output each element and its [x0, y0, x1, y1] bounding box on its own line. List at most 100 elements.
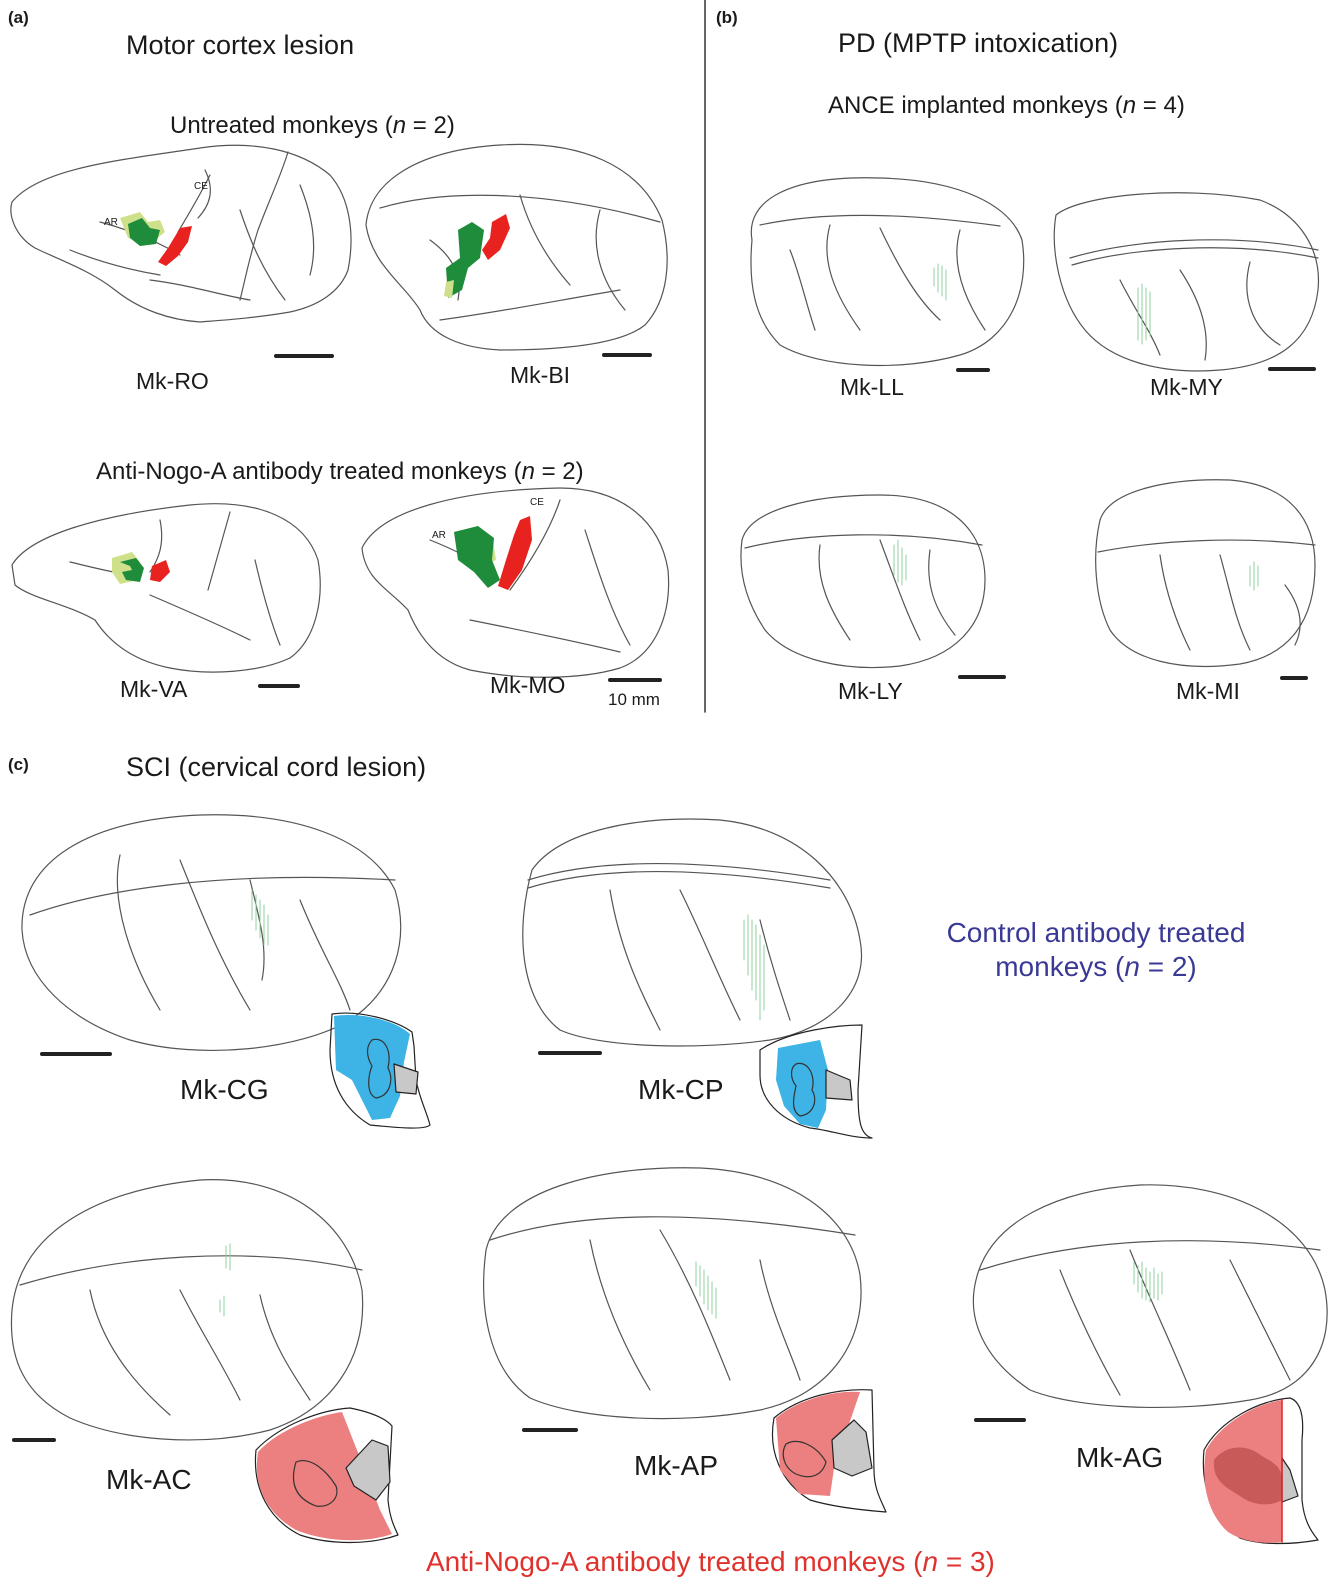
brain-label-mk-ly: Mk-LY — [838, 678, 903, 704]
brain-label-mk-mi: Mk-MI — [1176, 678, 1240, 704]
sulcus — [826, 224, 861, 331]
sulcus — [207, 511, 231, 591]
cord-lesion-red — [256, 1412, 392, 1541]
cord-white-matter — [782, 1440, 827, 1478]
brain-mk-ap — [483, 1167, 862, 1432]
sulcus — [1179, 269, 1207, 361]
hatch-region — [933, 263, 947, 301]
sulcus — [879, 227, 941, 321]
lesion-red — [498, 516, 532, 590]
brain-outline — [365, 143, 668, 351]
brain-outline — [750, 177, 1025, 367]
sulcus — [759, 919, 791, 1021]
sulcus — [527, 870, 831, 889]
sulcus-label-ar: AR — [432, 530, 446, 541]
sulcus — [1059, 1269, 1121, 1396]
sulcus — [789, 249, 816, 331]
lesion-dark — [128, 218, 160, 246]
brain-outline — [522, 818, 863, 1047]
hatch-region — [743, 914, 765, 1021]
brain-outline — [740, 494, 986, 669]
sulcus — [89, 1289, 171, 1416]
sulcus — [19, 1255, 363, 1286]
sulcus — [979, 1240, 1321, 1271]
brain-outline — [1053, 192, 1320, 372]
sulcus — [299, 899, 351, 1011]
control-group-line1: Control antibody treated — [946, 917, 1246, 948]
hatch-region — [251, 889, 269, 946]
brain-outline — [361, 487, 670, 678]
brain-mk-bi — [365, 143, 668, 357]
sulcus — [1284, 584, 1301, 646]
brain-label-mk-mo: Mk-MO — [490, 672, 566, 698]
lesion-light — [444, 280, 454, 298]
sulcus — [149, 594, 251, 641]
sulcus — [29, 876, 396, 916]
sulcus — [759, 214, 1001, 227]
brain-label-mk-ro: Mk-RO — [136, 368, 209, 394]
brain-label-mk-ll: Mk-LL — [840, 374, 904, 400]
hatch-region — [1137, 283, 1151, 345]
sulcus — [249, 879, 265, 981]
cord-outline — [329, 1012, 431, 1129]
lesion-red — [482, 214, 510, 260]
cord-gray — [345, 1439, 391, 1501]
panel-a-title: Motor cortex lesion — [126, 30, 355, 60]
cord-section-mk-cg — [329, 1012, 431, 1129]
cord-gray — [825, 1069, 853, 1101]
sulcus — [179, 859, 251, 1011]
sulcus — [609, 889, 661, 1031]
sulcus — [759, 1259, 801, 1381]
sulcus-label-ce: CE — [194, 181, 208, 192]
brain-mk-cg — [21, 814, 402, 1056]
sulcus — [659, 1229, 731, 1381]
brain-outline — [972, 1184, 1328, 1409]
sulcus — [179, 1289, 241, 1401]
lesion-red — [150, 560, 170, 582]
panel-b-letter: (b) — [716, 8, 738, 27]
cord-lesion-red — [776, 1391, 860, 1496]
brain-label-mk-va: Mk-VA — [120, 676, 188, 702]
sulcus — [679, 889, 741, 1021]
sulcus — [1097, 539, 1316, 553]
sulcus — [584, 529, 631, 646]
brain-outline — [11, 503, 321, 673]
brain-mk-cp — [522, 818, 863, 1055]
sulcus — [1069, 239, 1319, 259]
brain-label-mk-ap: Mk-AP — [634, 1450, 718, 1481]
brain-mk-mi — [1095, 479, 1316, 680]
sulcus — [439, 289, 621, 321]
sulcus — [149, 279, 251, 301]
sulcus — [1229, 1259, 1291, 1381]
sulcus — [818, 544, 851, 641]
panel-a-letter: (a) — [8, 8, 29, 27]
brain-outline — [1095, 479, 1316, 667]
sulcus-label-ce: CE — [530, 497, 544, 508]
treated-group-label: Anti-Nogo-A antibody treated monkeys (n … — [426, 1546, 995, 1577]
sulcus — [259, 1294, 311, 1401]
cord-section-mk-cp — [759, 1024, 873, 1139]
brain-mk-ro — [10, 144, 352, 358]
sulcus — [744, 534, 983, 549]
sulcus — [239, 209, 286, 301]
panel-a-untreated-label: Untreated monkeys (n = 2) — [170, 112, 455, 139]
cord-lesion-dark — [1213, 1447, 1282, 1505]
brain-outline — [10, 144, 352, 323]
sulcus — [527, 862, 831, 881]
hatch-region — [1249, 561, 1259, 591]
sulcus — [1246, 261, 1281, 346]
brain-label-mk-my: Mk-MY — [1150, 374, 1223, 400]
cord-section-mk-ag — [1202, 1397, 1319, 1545]
sulcus — [116, 854, 161, 1011]
sulcus — [928, 549, 956, 636]
cord-gray — [393, 1063, 419, 1095]
central-sulcus — [177, 174, 211, 233]
sulcus — [197, 169, 211, 219]
panel-b-group-label: ANCE implanted monkeys (n = 4) — [828, 92, 1185, 119]
sulcus — [254, 559, 281, 646]
cord-section-mk-ap — [771, 1389, 887, 1513]
brain-outline — [10, 1179, 364, 1441]
brain-label-mk-ac: Mk-AC — [106, 1464, 192, 1495]
